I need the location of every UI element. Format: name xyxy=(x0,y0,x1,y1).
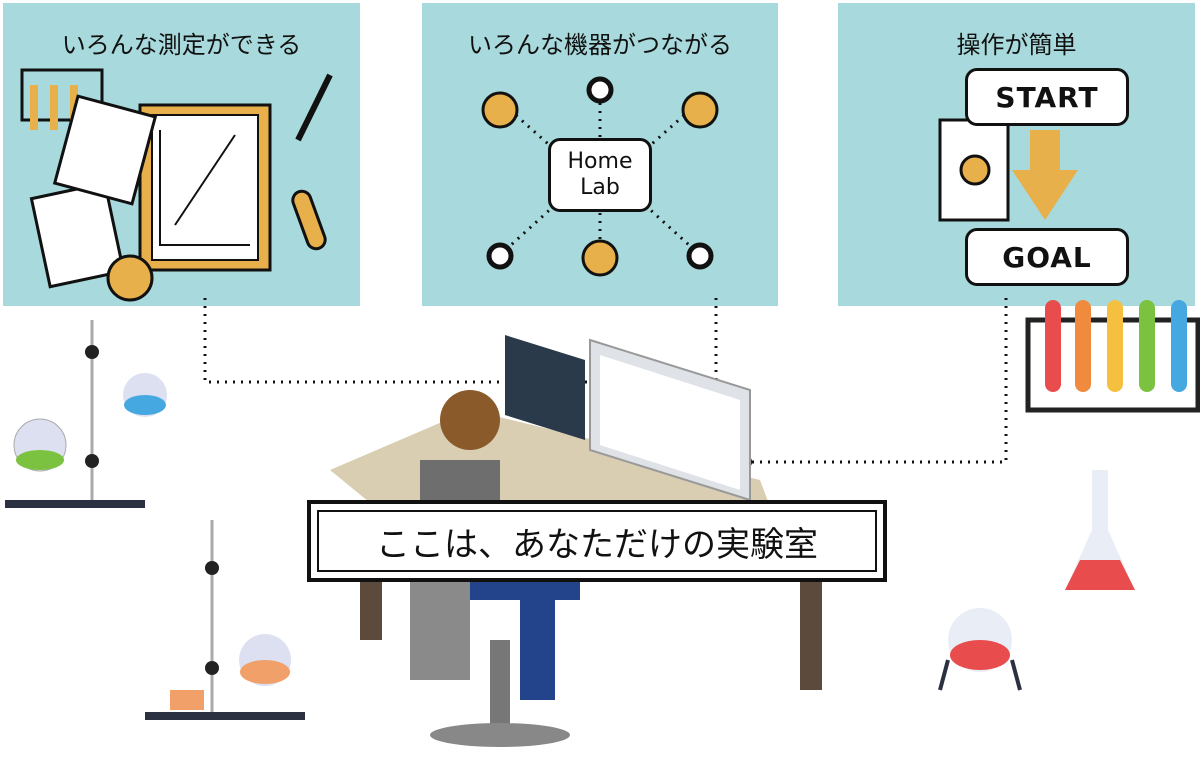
round-flask-icon xyxy=(938,608,1022,691)
panel-title: 操作が簡単 xyxy=(956,31,1077,59)
dropper-icon xyxy=(295,73,333,142)
arrow-down-icon xyxy=(1012,130,1078,220)
flask-icon xyxy=(106,254,154,302)
panel-title: いろんな測定ができる xyxy=(61,31,302,59)
node-icon xyxy=(486,76,714,270)
start-label: START xyxy=(965,68,1129,126)
document-icon xyxy=(29,94,158,289)
hub-label-line1: Home xyxy=(567,149,633,174)
goal-label: GOAL xyxy=(965,228,1129,286)
banner: ここは、あなただけの実験室 xyxy=(307,500,887,582)
laptop-icon xyxy=(505,335,585,440)
document-gear-icon xyxy=(938,118,1010,222)
chair-icon xyxy=(410,580,570,747)
lab-stand-icon xyxy=(5,320,167,508)
monitor-icon xyxy=(589,338,751,502)
test-tube-icon xyxy=(291,189,327,251)
erlenmeyer-flask-icon xyxy=(1065,470,1135,590)
connector-lines xyxy=(203,298,1008,464)
hub-label-line2: Lab xyxy=(580,175,620,200)
test-tubes-rack-icon xyxy=(1025,300,1200,413)
panel-title: いろんな機器がつながる xyxy=(468,31,732,59)
clipboard-graph-icon xyxy=(138,103,272,272)
distillation-icon xyxy=(145,520,305,720)
banner-text: ここは、あなただけの実験室 xyxy=(317,510,877,572)
gear-icon xyxy=(481,91,719,277)
